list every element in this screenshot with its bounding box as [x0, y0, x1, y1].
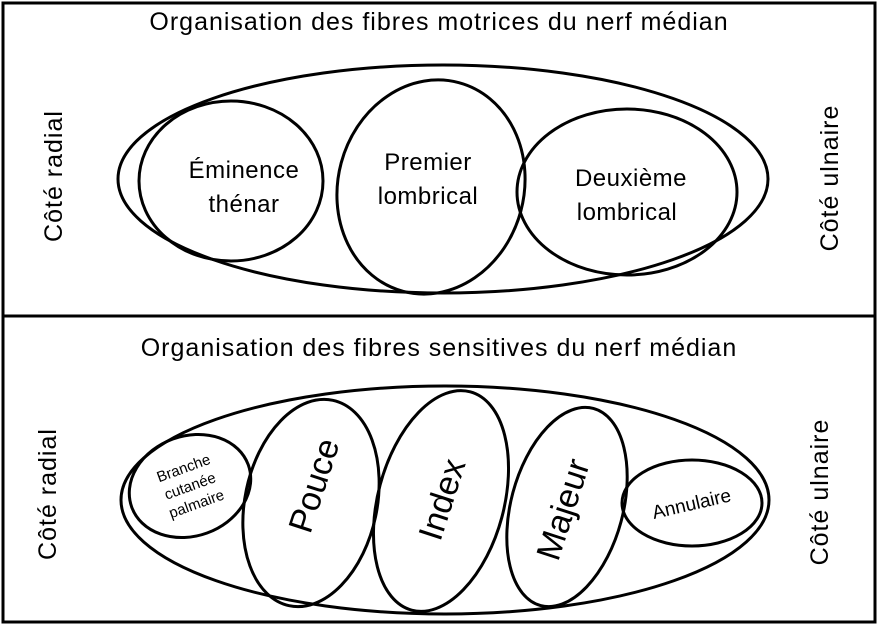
second-lumbrical-label-line1: Deuxième — [575, 165, 687, 192]
first-lumbrical-label-line2: lombrical — [378, 183, 479, 210]
index-label: Index — [412, 454, 474, 545]
motor-radial-side-label: Côté radial — [40, 110, 68, 242]
palmar-cutaneous-fascicle — [127, 432, 253, 540]
middle-finger-fascicle — [505, 405, 629, 609]
sensory-title: Organisation des fibres sensitives du ne… — [141, 334, 738, 362]
ring-finger-fascicle — [620, 458, 764, 548]
middle-finger-label: Majeur — [529, 454, 597, 565]
sensory-ulnar-side-label: Côté ulnaire — [806, 419, 834, 566]
index-fascicle — [371, 389, 511, 613]
thumb-label: Pouce — [282, 434, 348, 537]
motor-ulnar-side-label: Côté ulnaire — [816, 105, 844, 252]
thenar-fascicle — [137, 99, 325, 263]
thenar-label-line2: thénar — [208, 191, 279, 218]
sensory-radial-side-label: Côté radial — [34, 428, 62, 560]
second-lumbrical-label-line2: lombrical — [577, 199, 678, 226]
second-lumbrical-fascicle — [515, 107, 739, 277]
first-lumbrical-label-line1: Premier — [384, 149, 472, 176]
motor-title: Organisation des fibres motrices du nerf… — [149, 8, 728, 36]
sensory-panel — [1, 314, 877, 624]
ring-finger-label: Annulaire — [650, 485, 733, 524]
thenar-label-line1: Éminence — [189, 157, 300, 184]
sensory-nerve-outline — [119, 384, 771, 616]
